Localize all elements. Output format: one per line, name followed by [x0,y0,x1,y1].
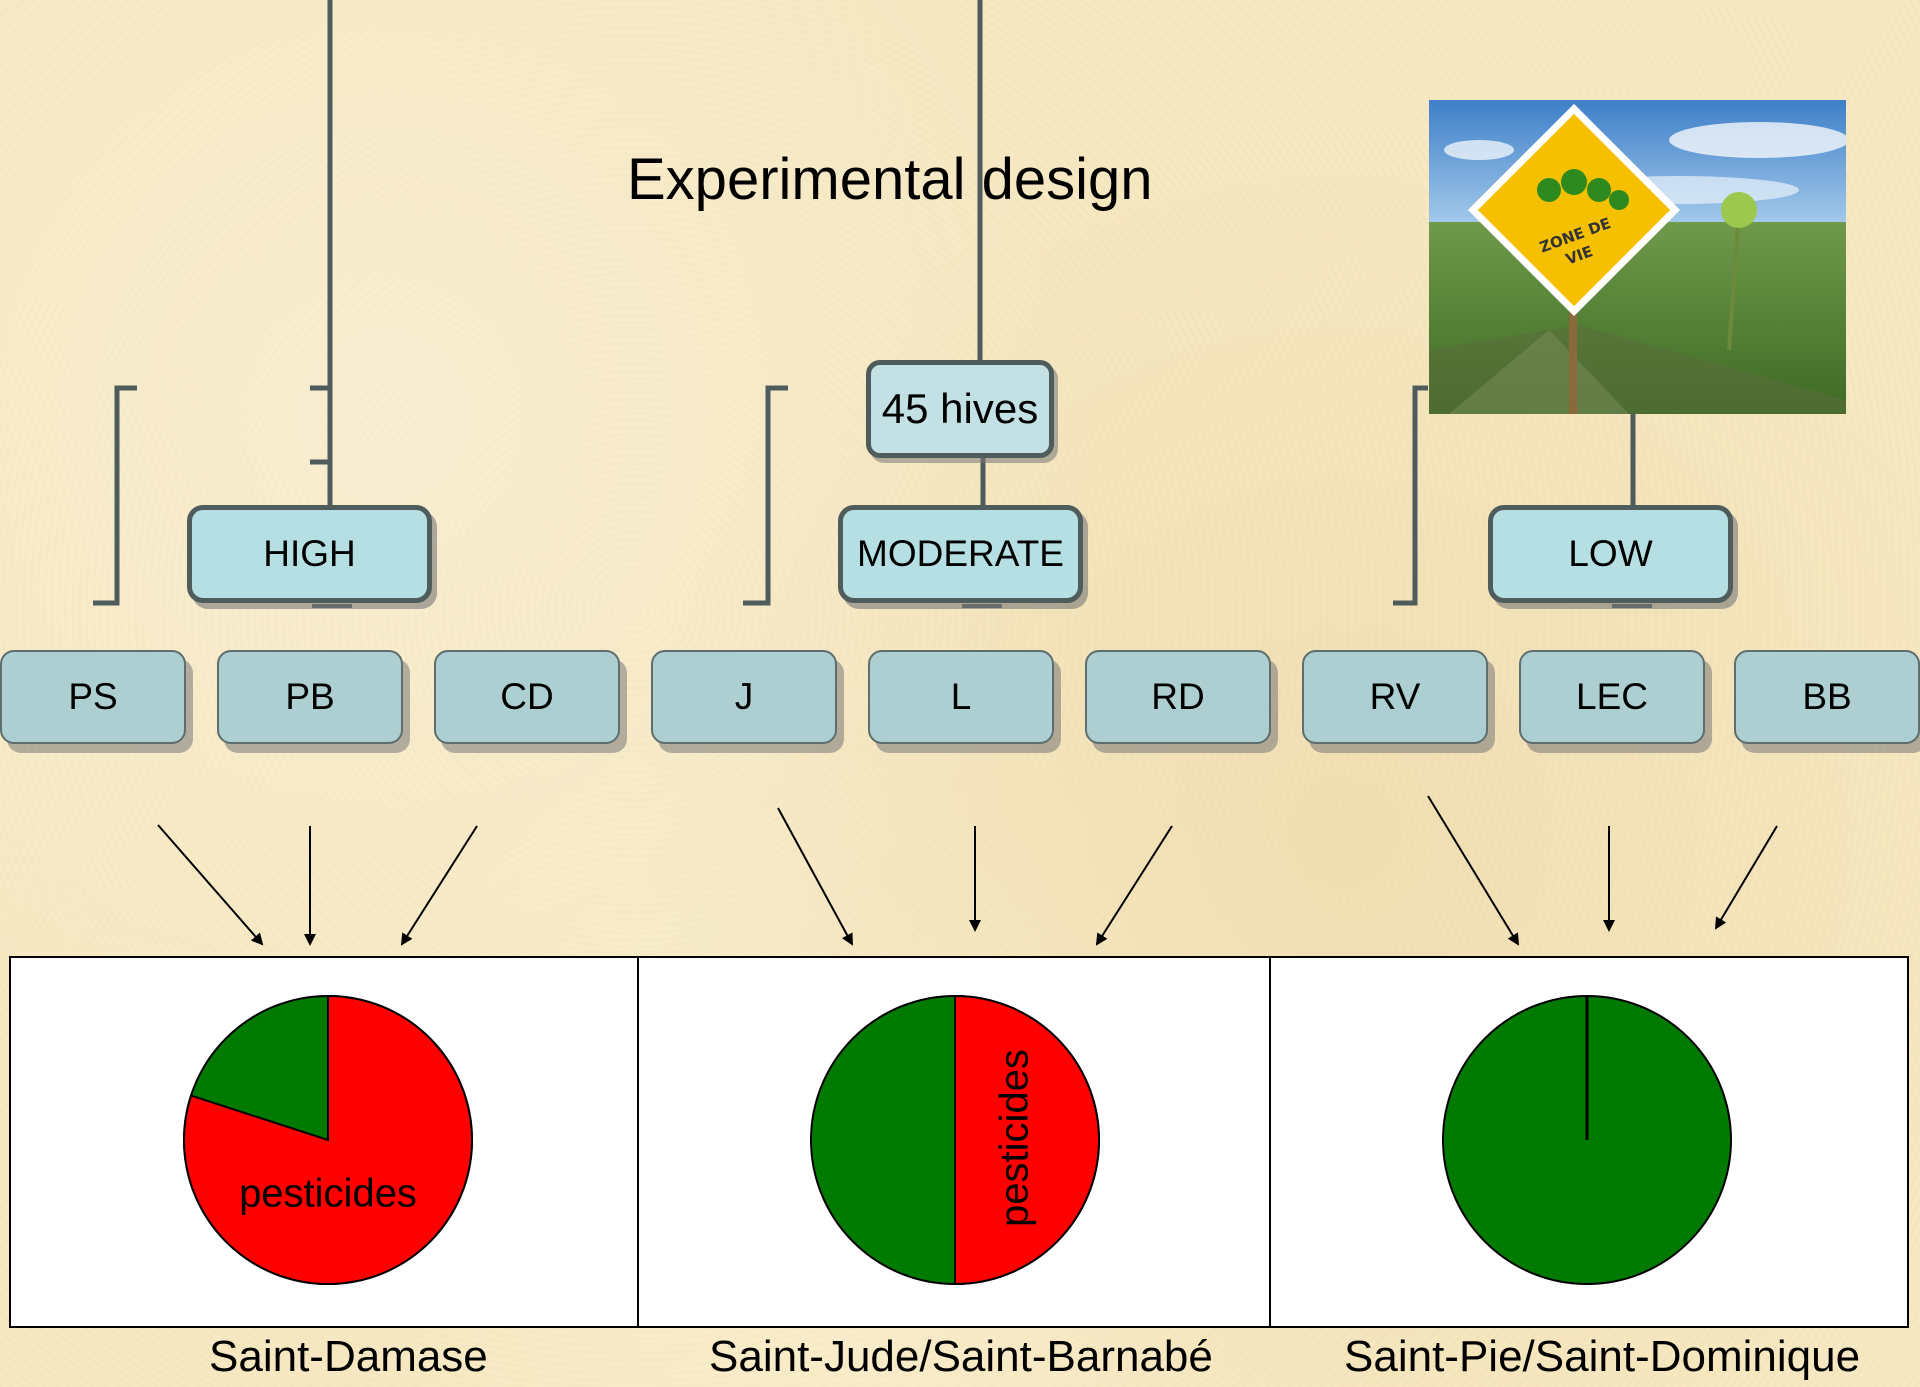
site-bb-box: BB [1734,650,1920,744]
pie-slice-pesticides [954,994,1100,1286]
arrow-cd [400,825,478,946]
level-low-box: LOW [1488,505,1733,603]
pie-0: pesticides [183,994,473,1285]
level-moderate-box: MODERATE [838,505,1083,603]
location-saint-damase: Saint-Damase [209,1332,488,1381]
site-rd-box: RD [1085,650,1271,744]
pie-1: pesticides [810,994,1100,1286]
arrow-bb [1714,825,1778,930]
hives-box: 45 hives [866,360,1054,458]
site-l-box: L [868,650,1054,744]
arrow-rv [1427,795,1520,946]
bracket-high-small [310,385,333,465]
site-ps-box: PS [0,650,186,744]
site-rv-box: RV [1302,650,1488,744]
site-pb-box: PB [217,650,403,744]
pie-label: pesticides [993,1049,1037,1227]
arrow-rd [1095,825,1173,946]
bracket-high [93,385,137,606]
site-lec-box: LEC [1519,650,1705,744]
pie-slice-pesticides [183,994,473,1285]
pie-2 [1442,995,1732,1285]
arrow-j [777,807,853,946]
site-j-box: J [651,650,837,744]
zone-de-vie-photo: ZONE DE VIE [1429,100,1846,414]
bracket-moderate [743,385,788,606]
site-cd-box: CD [434,650,620,744]
level-high-box: HIGH [187,505,432,603]
bracket-low [1393,385,1428,606]
location-saint-jude: Saint-Jude/Saint-Barnabé [709,1332,1213,1381]
pie-label: pesticides [239,1172,417,1216]
page-title: Experimental design [627,147,1153,212]
arrow-group [157,795,1778,946]
pie-charts: pesticides pesticides [183,994,1732,1286]
location-saint-pie: Saint-Pie/Saint-Dominique [1344,1332,1861,1381]
arrow-ps [157,824,264,946]
